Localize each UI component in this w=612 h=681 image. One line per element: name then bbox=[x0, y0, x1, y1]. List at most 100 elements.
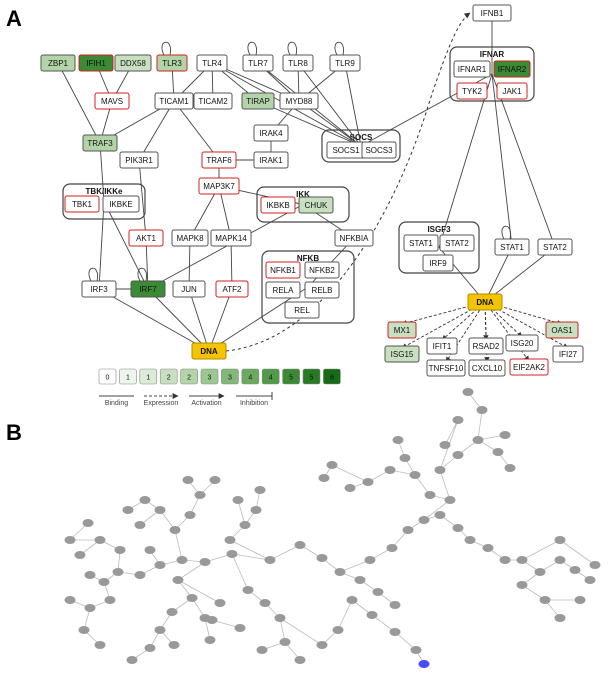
node-mapk14-box bbox=[210, 229, 252, 247]
network-edge bbox=[279, 617, 286, 643]
node-map3k7-label: MAP3K7 bbox=[203, 182, 235, 191]
node-irf7-label: IRF7 bbox=[139, 285, 157, 294]
edge-ifnar-isgf3 bbox=[438, 73, 493, 248]
network-node bbox=[204, 636, 216, 644]
scale-label-9: 5 bbox=[289, 375, 293, 382]
scale-swatch-4 bbox=[180, 368, 198, 385]
network-node bbox=[250, 506, 262, 514]
node-traf6-box bbox=[201, 151, 237, 169]
node-relb-box bbox=[304, 281, 340, 299]
scale-swatch-8 bbox=[261, 368, 280, 385]
node-tbk1-box bbox=[64, 195, 100, 213]
scale-swatch-1 bbox=[119, 368, 137, 385]
node-tlr3-box bbox=[156, 54, 188, 72]
edge-irf3-dna1 bbox=[98, 288, 210, 352]
node-socs3-box bbox=[361, 141, 397, 159]
node-tnfsf10-label: TNFSF10 bbox=[429, 364, 464, 373]
edge-ikk-irf7 bbox=[147, 204, 304, 290]
node-tlr4-label: TLR4 bbox=[202, 59, 222, 68]
edge-socs-tirap bbox=[257, 100, 362, 147]
node-chuk-label: CHUK bbox=[305, 201, 328, 210]
network-node bbox=[462, 388, 474, 396]
network-node bbox=[392, 436, 404, 444]
node-nfkb2-label: NFKB2 bbox=[309, 266, 335, 275]
edge-map3k7-map2k bbox=[189, 185, 220, 239]
network-edge bbox=[269, 544, 301, 561]
node-irf9-label: IRF9 bbox=[429, 259, 447, 268]
network-node bbox=[242, 586, 254, 594]
network-node bbox=[104, 596, 116, 604]
legend-label-1: Expression bbox=[144, 400, 179, 407]
group-ikk-label: IKK bbox=[296, 190, 310, 199]
scale-label-0: 0 bbox=[106, 375, 110, 382]
network-node bbox=[234, 624, 246, 632]
network-node bbox=[64, 536, 76, 544]
network-node bbox=[98, 578, 110, 586]
network-node bbox=[554, 536, 566, 544]
edge-ifnar-stat2b bbox=[491, 73, 556, 248]
group-nfkb-label: NFKB bbox=[297, 254, 319, 263]
network-node bbox=[554, 614, 566, 622]
expression-edge-mx1 bbox=[401, 301, 486, 326]
network-node bbox=[386, 544, 398, 552]
node-tyk2-label: TYK2 bbox=[462, 87, 483, 96]
node-stat2a-label: STAT2 bbox=[445, 239, 469, 248]
network-node bbox=[434, 466, 446, 474]
node-tlr8-box bbox=[282, 54, 314, 72]
network-edge bbox=[177, 579, 221, 604]
scale-label-11: 6 bbox=[330, 375, 334, 382]
edge-ifnar-stat1b bbox=[491, 73, 513, 248]
network-node bbox=[194, 491, 206, 499]
scale-swatch-11 bbox=[323, 368, 341, 385]
node-tnfsf10-box bbox=[426, 359, 466, 377]
node-ticam2-box bbox=[193, 92, 233, 110]
network-node bbox=[94, 536, 106, 544]
node-nfkb2-box bbox=[304, 261, 340, 279]
node-isg20-box bbox=[505, 334, 539, 352]
network-node bbox=[418, 516, 430, 524]
node-mavs-label: MAVS bbox=[101, 97, 123, 106]
network-node bbox=[126, 656, 138, 664]
network-node bbox=[74, 551, 86, 559]
network-node bbox=[366, 611, 378, 619]
expression-edge-ifit1 bbox=[441, 301, 486, 341]
network-node bbox=[176, 556, 188, 564]
network-node bbox=[492, 448, 504, 456]
node-pik3r1-box bbox=[119, 151, 159, 169]
network-node bbox=[424, 491, 436, 499]
network-node bbox=[182, 476, 194, 484]
network-node bbox=[154, 561, 166, 569]
node-ifnar2-label: IFNAR2 bbox=[498, 65, 527, 74]
self-loop-irf7 bbox=[137, 267, 148, 282]
node-ifi27-box bbox=[552, 345, 584, 363]
network-node bbox=[346, 596, 358, 604]
network-node bbox=[410, 646, 422, 654]
network-node bbox=[354, 576, 366, 584]
node-traf3-box bbox=[82, 134, 118, 152]
node-zbp1-label: ZBP1 bbox=[48, 59, 69, 68]
network-edge bbox=[337, 599, 353, 631]
node-irak1-label: IRAK1 bbox=[259, 156, 283, 165]
node-ticam1-box bbox=[154, 92, 194, 110]
expression-edge-tnfsf10 bbox=[445, 301, 486, 363]
node-atf2-box bbox=[215, 280, 249, 298]
network-edge bbox=[423, 499, 451, 521]
node-map3k7-box bbox=[198, 177, 240, 195]
self-loop-irf3 bbox=[88, 267, 99, 282]
network-edge bbox=[477, 409, 483, 441]
scale-label-4: 2 bbox=[187, 375, 191, 382]
network-node bbox=[168, 641, 180, 649]
scale-label-10: 5 bbox=[310, 375, 314, 382]
network-node bbox=[78, 626, 90, 634]
network-node bbox=[186, 594, 198, 602]
scale-label-5: 3 bbox=[208, 375, 212, 382]
node-mapk14-label: MAPK14 bbox=[215, 234, 247, 243]
network-node bbox=[264, 556, 276, 564]
network-edge bbox=[521, 539, 561, 561]
edge-irf7-dna1 bbox=[147, 288, 210, 352]
node-nfkbia-label: NFKBIA bbox=[340, 234, 370, 243]
node-stat1a-label: STAT1 bbox=[409, 239, 433, 248]
network-node bbox=[444, 496, 456, 504]
